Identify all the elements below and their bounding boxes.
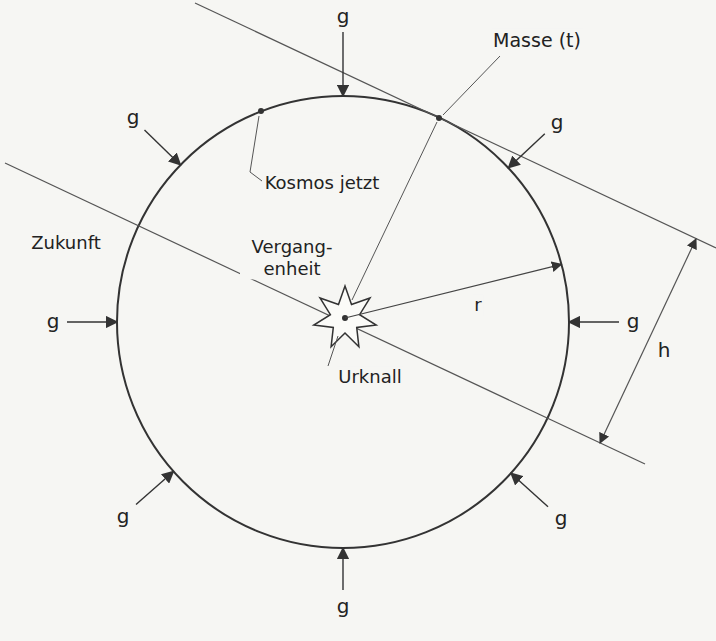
cosmos-now-label: Kosmos jetzt <box>263 172 382 194</box>
gravity-arrow <box>342 32 343 96</box>
gravity-arrow <box>508 134 545 168</box>
gravity-arrow <box>569 321 619 322</box>
gravity-label: g <box>125 105 142 129</box>
gravity-label: g <box>549 110 566 134</box>
leader-line <box>250 116 262 181</box>
tangent-line <box>195 3 716 248</box>
gravity-label: g <box>115 504 132 528</box>
gravity-label: g <box>45 309 62 333</box>
gravity-arrow <box>67 321 117 322</box>
gravity-label: g <box>625 309 642 333</box>
dimension-line <box>600 239 696 443</box>
cosmos-dot <box>258 108 264 114</box>
radius-label: r <box>472 294 483 316</box>
gravity-arrow <box>136 471 174 504</box>
gravity-arrows <box>67 32 619 590</box>
big-bang-label: Urknall <box>336 366 403 388</box>
gravity-arrow <box>342 548 343 590</box>
gravity-label: g <box>553 506 570 530</box>
dimension-label: h <box>656 338 673 362</box>
mass-line <box>352 122 437 300</box>
gravity-arrow <box>511 473 548 507</box>
time-line <box>5 163 645 464</box>
gravity-label: g <box>335 4 352 28</box>
future-label: Zukunft <box>29 232 103 254</box>
radius-arrow <box>345 264 562 318</box>
big-bang-star <box>314 286 376 347</box>
leader-line <box>443 56 500 115</box>
past-label: Vergang- enheit <box>240 236 344 279</box>
gravity-label: g <box>335 594 352 618</box>
gravity-arrow <box>145 130 181 165</box>
cosmos-circle <box>117 96 569 548</box>
mass-label: Masse (t) <box>491 29 583 52</box>
leader-line <box>328 336 338 366</box>
mass-dot <box>436 115 442 121</box>
